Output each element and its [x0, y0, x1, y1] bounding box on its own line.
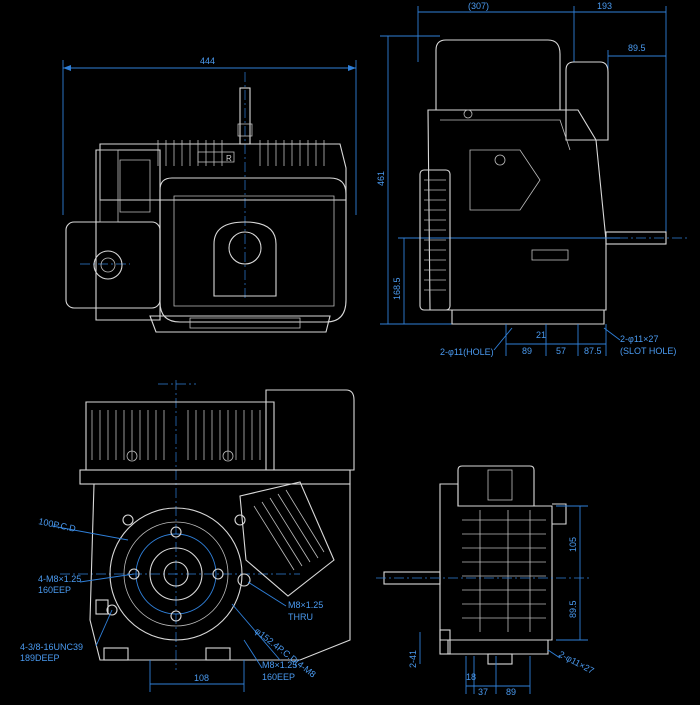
front-view: 100P.C.D 4-M8×1.25 160EEP 4-3/8-16UNC39 …: [20, 380, 355, 692]
top-base-flange: [149, 315, 331, 333]
leader: [51, 525, 129, 541]
front-thread-a-1: 4-M8×1.25: [38, 574, 81, 584]
front-flywheel-mid: [123, 521, 229, 627]
side-base-a-label: 89: [522, 346, 532, 356]
front-base-dim-label: 108: [194, 673, 209, 683]
side-hole-note: 2-φ11(HOLE): [440, 347, 494, 357]
rear-left-small-label: 2-41: [408, 650, 418, 668]
leader: [547, 649, 561, 659]
front-crankcase: [89, 483, 351, 661]
top-base-label: [189, 317, 301, 329]
front-foot: [205, 647, 231, 661]
rear-height-lower-label: 89.5: [568, 600, 578, 618]
side-hole-leader: [493, 327, 513, 351]
rear-foot: [487, 653, 513, 665]
side-width-cover-label: (307): [468, 1, 489, 11]
side-slot-note-1: 2-φ11×27: [620, 334, 658, 344]
front-fin-head: [85, 401, 275, 471]
rear-view: 105 89.5 2-41 18 37 89 2-φ11×27: [376, 465, 596, 697]
rear-height-upper-label: 105: [568, 537, 578, 552]
side-air-cleaner: [565, 61, 609, 141]
front-fins: [91, 410, 261, 460]
top-air-cleaner: [65, 221, 161, 309]
rear-left-lug: [439, 629, 451, 655]
side-view: (307) 193 89.5 461 168.5: [376, 1, 690, 357]
front-pcd-circle: [135, 533, 217, 615]
top-air-cleaner-knob-inner: [100, 257, 116, 273]
front-hub: [149, 547, 203, 601]
top-crankcase-inner: [173, 195, 335, 307]
leader: [79, 573, 135, 583]
top-view: 444 R: [62, 56, 357, 333]
top-shaft-key: [237, 123, 253, 137]
rear-base-c-label: 89: [506, 687, 516, 697]
front-thread-c-2: THRU: [288, 612, 313, 622]
front-head-bolt: [222, 450, 234, 462]
front-shroud-band: [79, 469, 351, 485]
top-linkage: [119, 159, 151, 213]
side-label-plate: [531, 249, 569, 261]
arrow: [63, 65, 71, 71]
front-thread-d-2: 160EEP: [262, 672, 295, 682]
side-width-shaft-label: 193: [597, 1, 612, 11]
top-width-label: 444: [200, 56, 215, 66]
arrow: [348, 65, 356, 71]
leader: [243, 639, 263, 669]
rear-fins: [462, 510, 546, 632]
leader: [231, 603, 281, 661]
rear-top-block: [457, 465, 535, 507]
side-offset-label: 89.5: [628, 43, 646, 53]
front-thread-b-2: 189DEEP: [20, 653, 60, 663]
top-engraving: R: [226, 154, 232, 163]
front-bolt-holes: [106, 514, 251, 622]
top-air-cleaner-knob: [93, 250, 123, 280]
side-recoil-fins: [419, 169, 451, 311]
front-shaft: [163, 561, 189, 587]
top-boss-hole: [228, 231, 262, 265]
rear-base-a-label: 18: [466, 672, 476, 682]
rear-base-b-label: 37: [478, 687, 488, 697]
top-rating-plate: [197, 151, 235, 163]
front-thread-a-2: 160EEP: [38, 585, 71, 595]
rear-top-inner: [487, 469, 513, 501]
side-base-c-label: 87.5: [584, 346, 602, 356]
front-muffler-fins: [253, 489, 325, 571]
front-muffler: [239, 481, 335, 597]
top-carburetor: [99, 149, 119, 223]
top-crankcase: [159, 177, 347, 323]
rear-base: [447, 639, 549, 655]
front-thread-d-1: M8×1.25: [262, 660, 297, 670]
side-slot-note-2: (SLOT HOLE): [620, 346, 676, 356]
leader: [95, 609, 113, 647]
front-head-bolt: [126, 450, 138, 462]
side-fuel-tank: [435, 39, 561, 111]
front-pcd-tag: 100P.C.D: [38, 516, 78, 534]
side-base-b-label: 57: [556, 346, 566, 356]
top-boss: [213, 221, 277, 297]
side-bolt: [494, 154, 506, 166]
top-shroud: [95, 149, 161, 321]
front-thread-b-1: 4-3/8-16UNC39: [20, 642, 83, 652]
side-slot-leader: [603, 327, 621, 341]
side-height-shaft-label: 168.5: [392, 277, 402, 300]
leader: [247, 581, 287, 607]
side-base-small-label: 21: [536, 330, 546, 340]
front-lug: [95, 599, 109, 615]
side-height-total-label: 461: [376, 171, 386, 186]
front-fuel-tank: [265, 389, 355, 471]
side-bolt: [463, 109, 473, 119]
side-cylinder: [469, 149, 541, 211]
front-foot: [103, 647, 129, 661]
front-thread-c-1: M8×1.25: [288, 600, 323, 610]
side-body-line: [440, 119, 571, 151]
rear-ear: [552, 503, 567, 525]
side-base: [451, 309, 605, 325]
rear-slot-note: 2-φ11×27: [557, 649, 596, 676]
